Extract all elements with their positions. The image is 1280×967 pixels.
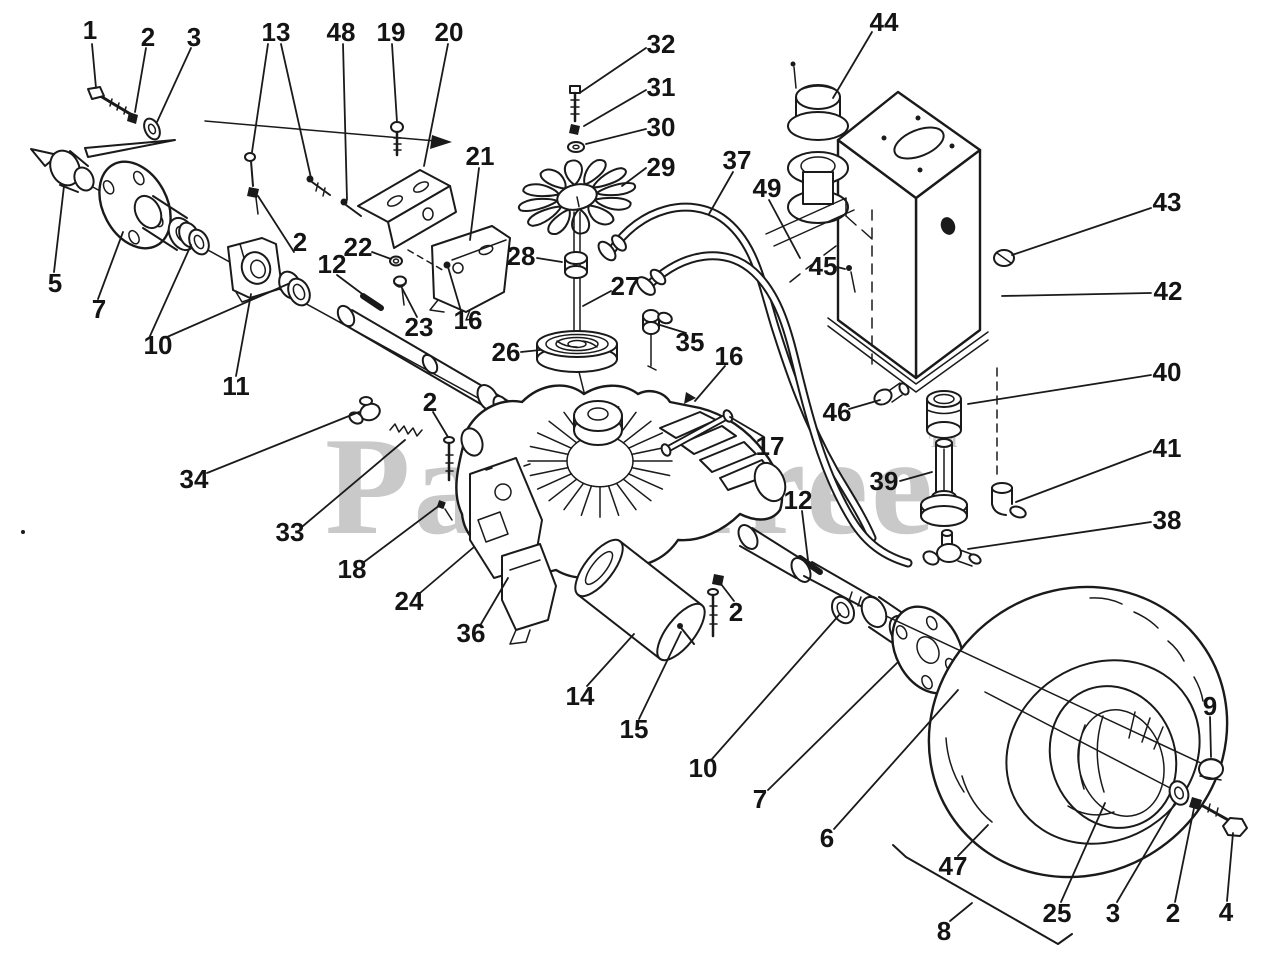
callout-34: 34 xyxy=(180,464,209,494)
hydraulic-hoses xyxy=(348,202,913,575)
callout-40: 40 xyxy=(1153,357,1182,387)
callout-1: 1 xyxy=(83,15,97,45)
callout-14: 14 xyxy=(566,681,595,711)
callout-12b: 12 xyxy=(784,485,813,515)
callout-31: 31 xyxy=(647,72,676,102)
callout-12: 12 xyxy=(318,249,347,279)
callout-20: 20 xyxy=(435,17,464,47)
callout-13: 13 xyxy=(262,17,291,47)
callout-30: 30 xyxy=(647,112,676,142)
callout-24: 24 xyxy=(395,586,424,616)
callout-44: 44 xyxy=(870,7,899,37)
callout-16b: 16 xyxy=(715,341,744,371)
callout-18: 18 xyxy=(338,554,367,584)
callout-25: 25 xyxy=(1043,898,1072,928)
callout-4: 4 xyxy=(1219,897,1234,927)
callout-36: 36 xyxy=(457,618,486,648)
callout-35: 35 xyxy=(676,327,705,357)
callout-28: 28 xyxy=(507,241,536,271)
callout-43: 43 xyxy=(1153,187,1182,217)
callout-11: 11 xyxy=(222,371,250,401)
right-axle-and-wheel xyxy=(737,524,1248,945)
arrow-icon xyxy=(430,135,452,149)
leader-lines xyxy=(53,31,1234,922)
callout-6: 6 xyxy=(820,823,834,853)
callout-10b: 10 xyxy=(689,753,718,783)
callout-2: 2 xyxy=(141,22,155,52)
callout-37: 37 xyxy=(723,145,752,175)
callout-5: 5 xyxy=(48,268,62,298)
callout-38: 38 xyxy=(1153,505,1182,535)
callout-15: 15 xyxy=(620,714,649,744)
callout-10: 10 xyxy=(144,330,173,360)
callout-8: 8 xyxy=(937,916,951,946)
arrow-icon xyxy=(84,139,176,158)
callout-17: 17 xyxy=(756,431,785,461)
callout-33: 33 xyxy=(276,517,305,547)
left-hub-assembly xyxy=(30,86,569,479)
callout-19: 19 xyxy=(377,17,406,47)
callout-3: 3 xyxy=(187,22,201,52)
callout-29: 29 xyxy=(647,152,676,182)
callout-3b: 3 xyxy=(1106,898,1120,928)
callout-47: 47 xyxy=(939,851,968,881)
callout-48: 48 xyxy=(327,17,356,47)
callout-23: 23 xyxy=(405,312,434,342)
callout-41: 41 xyxy=(1153,433,1182,463)
callout-46: 46 xyxy=(823,397,852,427)
stray-dot xyxy=(21,530,25,534)
callout-2d: 2 xyxy=(729,597,743,627)
cooling-fan-assembly xyxy=(512,85,643,425)
callout-49: 49 xyxy=(753,173,782,203)
callout-39: 39 xyxy=(870,466,899,496)
callout-27: 27 xyxy=(611,271,640,301)
callout-26: 26 xyxy=(492,337,521,367)
callout-42: 42 xyxy=(1154,276,1183,306)
callout-9: 9 xyxy=(1203,691,1217,721)
callout-45: 45 xyxy=(809,251,838,281)
mounting-brackets xyxy=(244,121,511,321)
callout-7: 7 xyxy=(92,294,106,324)
callout-21: 21 xyxy=(466,141,495,171)
callout-22: 22 xyxy=(344,232,373,262)
callout-16: 16 xyxy=(454,305,483,335)
callout-7b: 7 xyxy=(753,784,767,814)
hydraulic-reservoir-tank xyxy=(765,61,1027,567)
callout-2e: 2 xyxy=(1166,898,1180,928)
callout-32: 32 xyxy=(647,29,676,59)
callout-2c: 2 xyxy=(423,387,437,417)
callout-2b: 2 xyxy=(293,227,307,257)
callout-labels: 1 2 3 13 48 19 20 32 31 30 29 44 37 49 4… xyxy=(48,7,1234,946)
